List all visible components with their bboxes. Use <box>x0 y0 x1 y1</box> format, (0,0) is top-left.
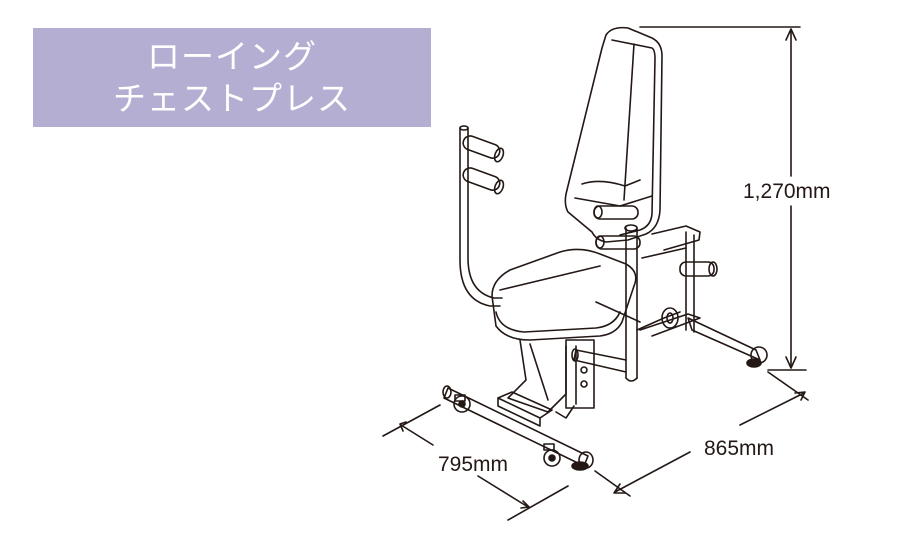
width-dimension-line <box>594 371 809 497</box>
depth-dimension-label: 795mm <box>438 453 509 476</box>
back-rollers <box>593 205 641 250</box>
backrest <box>564 26 663 243</box>
left-handle-frame <box>459 125 505 307</box>
foot-plate <box>497 391 553 427</box>
front-base <box>442 385 594 471</box>
product-title-banner: ローイング チェストプレス <box>33 28 431 127</box>
seat-pedestal <box>507 339 595 419</box>
rear-base <box>687 317 768 368</box>
front-lever-arm <box>571 301 681 373</box>
height-dimension-label: 1,270mm <box>743 180 831 203</box>
depth-dimension-line <box>382 404 569 521</box>
seat-cushion <box>491 248 637 341</box>
product-title-line-1: ローイング <box>147 36 317 76</box>
upright-columns <box>624 224 638 382</box>
product-title-line-2: チェストプレス <box>113 78 351 118</box>
width-dimension-label: 865mm <box>704 437 775 460</box>
rear-frame <box>639 225 718 337</box>
height-dimension-line <box>639 26 807 371</box>
